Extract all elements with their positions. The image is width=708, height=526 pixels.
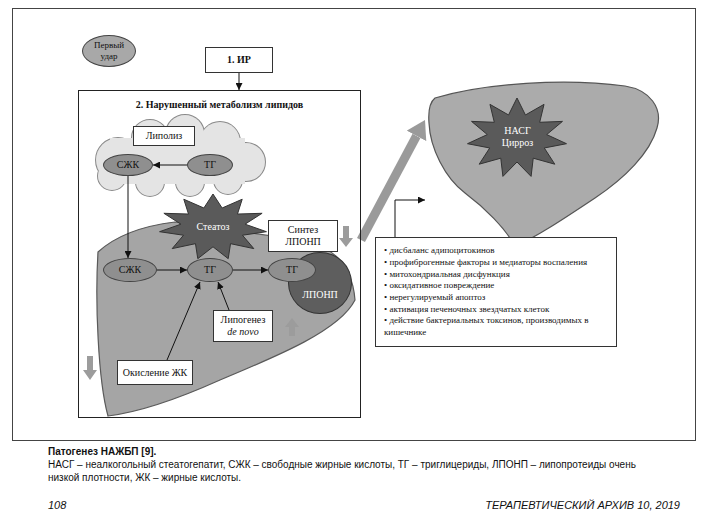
flow-arrow (153, 165, 187, 166)
node-label: ТГ (286, 264, 298, 276)
node-label: СЖК (119, 264, 141, 276)
journal-name: ТЕРАПЕВТИЧЕСКИЙ АРХИВ 10, 2019 (360, 499, 680, 513)
process-box: Окисление ЖК (117, 360, 193, 385)
list-item: • митохондриальная дисфункция (384, 269, 608, 281)
decrease-arrow (339, 226, 353, 247)
liver-shape (429, 82, 659, 246)
list-item: • нерегулируемый апоптоз (384, 292, 608, 304)
node-label: Липогенез (221, 314, 266, 326)
process-box: Синтез ЛПОНП (268, 220, 338, 252)
page-number-box: 108 (48, 499, 148, 513)
flow-arrow (395, 200, 425, 237)
process-box: 1. ИР (205, 47, 273, 73)
list-item: • активация печеночных звездчатых клеток (384, 304, 608, 316)
figure-frame (13, 9, 696, 441)
node-label: Первый удар (87, 40, 131, 62)
flow-arrow (239, 73, 240, 90)
node-label: Синтез ЛПОНП (273, 224, 333, 248)
trigger-ellipse: Первый удар (82, 35, 136, 67)
node-label: Окисление ЖК (123, 367, 188, 379)
figure-caption-box: НАСГ – неалкогольный стеатогепатит, СЖК … (48, 459, 648, 484)
node-label: Липолиз (146, 130, 183, 142)
process-box: Липолиз (133, 126, 195, 146)
metabolite-ellipse: СЖК (103, 258, 157, 282)
progression-arrow (361, 136, 417, 240)
node-label: ЛПОНП (302, 289, 338, 301)
list-item: • действие бактериальных токсинов, произ… (384, 315, 608, 338)
figure-title-box: Патогенез НАЖБП [9]. (48, 446, 668, 459)
process-box: Липогенезde novo (213, 310, 273, 342)
journal-name-box: ТЕРАПЕВТИЧЕСКИЙ АРХИВ 10, 2019 (360, 499, 680, 513)
metabolite-ellipse: ТГ (187, 258, 233, 282)
flow-arrow (167, 282, 200, 360)
metabolite-ellipse: ТГ (268, 258, 316, 282)
list-item: • профиброгенные факторы и медиаторы вос… (384, 257, 608, 269)
increase-arrow (285, 318, 299, 336)
steatosis-star: Стеатоз (158, 193, 268, 261)
liver-shape (425, 78, 663, 248)
node-label: СЖК (117, 159, 139, 171)
node-label: Стеатоз (197, 221, 230, 233)
star-shape (160, 194, 267, 259)
decrease-arrow (83, 356, 97, 380)
figure-caption: НАСГ – неалкогольный стеатогепатит, СЖК … (48, 459, 648, 484)
star-shape (468, 98, 567, 176)
metabolite-ellipse: СЖК (103, 154, 153, 176)
group-frame: 2. Нарушенный метаболизм липидовЛиполизС… (78, 90, 361, 418)
page-number: 108 (48, 499, 148, 513)
node-label: НАСГ Цирроз (495, 125, 540, 149)
list-item: • оксидативное повреждение (384, 280, 608, 292)
factor-list: • дисбаланс адипоцитокинов• профиброгенн… (375, 237, 617, 347)
flow-arrow (128, 176, 129, 258)
node-label: 1. ИР (227, 54, 251, 66)
flow-arrow (233, 270, 268, 271)
list-item: • дисбаланс адипоцитокинов (384, 245, 608, 257)
metabolite-ellipse: ТГ (187, 154, 233, 176)
flow-arrow (218, 282, 229, 310)
node-label: de novo (227, 326, 258, 338)
node-label: ТГ (204, 159, 216, 171)
flow-arrow (157, 270, 187, 271)
node-label: ТГ (204, 264, 216, 276)
figure-title: Патогенез НАЖБП [9]. (48, 446, 668, 459)
lipolysis-cloud (96, 115, 265, 196)
node-label: 2. Нарушенный метаболизм липидов (136, 99, 303, 111)
outcome-liver: НАСГ Цирроз (425, 78, 663, 248)
